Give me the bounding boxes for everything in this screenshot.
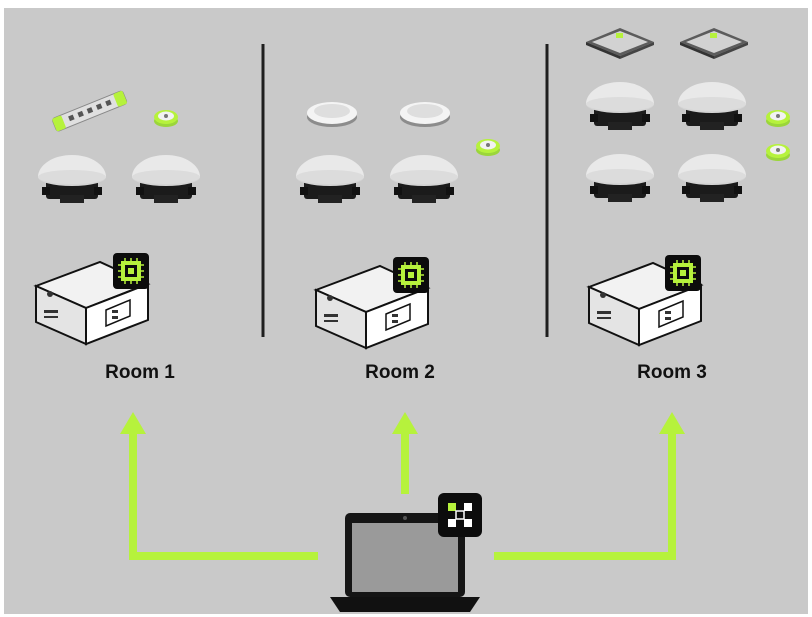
ceiling-microphone-icon <box>307 102 357 127</box>
connection-arrow-room-2 <box>392 412 418 494</box>
connection-arrow-room-3 <box>494 412 685 560</box>
ceiling-speaker-icon <box>586 154 654 202</box>
ceiling-speaker-icon <box>678 82 746 130</box>
mute-button-icon <box>766 110 790 127</box>
ceiling-tile-microphone-icon <box>586 28 654 59</box>
software-app-icon <box>438 493 482 537</box>
mute-button-icon <box>154 110 178 127</box>
ceiling-microphone-icon <box>400 102 450 127</box>
room-3-label: Room 3 <box>637 362 707 383</box>
ceiling-speaker-icon <box>38 155 106 203</box>
room-2-label: Room 2 <box>365 362 435 383</box>
ceiling-speaker-icon <box>390 155 458 203</box>
remote-icon <box>52 90 128 132</box>
connection-arrow-room-1 <box>120 412 318 560</box>
mute-button-icon <box>766 144 790 161</box>
ceiling-tile-microphone-icon <box>680 28 748 59</box>
mute-button-icon <box>476 139 500 156</box>
ceiling-speaker-icon <box>296 155 364 203</box>
ceiling-speaker-icon <box>678 154 746 202</box>
ceiling-speaker-icon <box>132 155 200 203</box>
laptop-icon <box>330 513 480 612</box>
ceiling-speaker-icon <box>586 82 654 130</box>
processor-chip-icon <box>664 254 702 292</box>
processor-chip-icon <box>112 252 150 290</box>
processor-chip-icon <box>392 256 430 294</box>
room-1-label: Room 1 <box>105 362 175 383</box>
